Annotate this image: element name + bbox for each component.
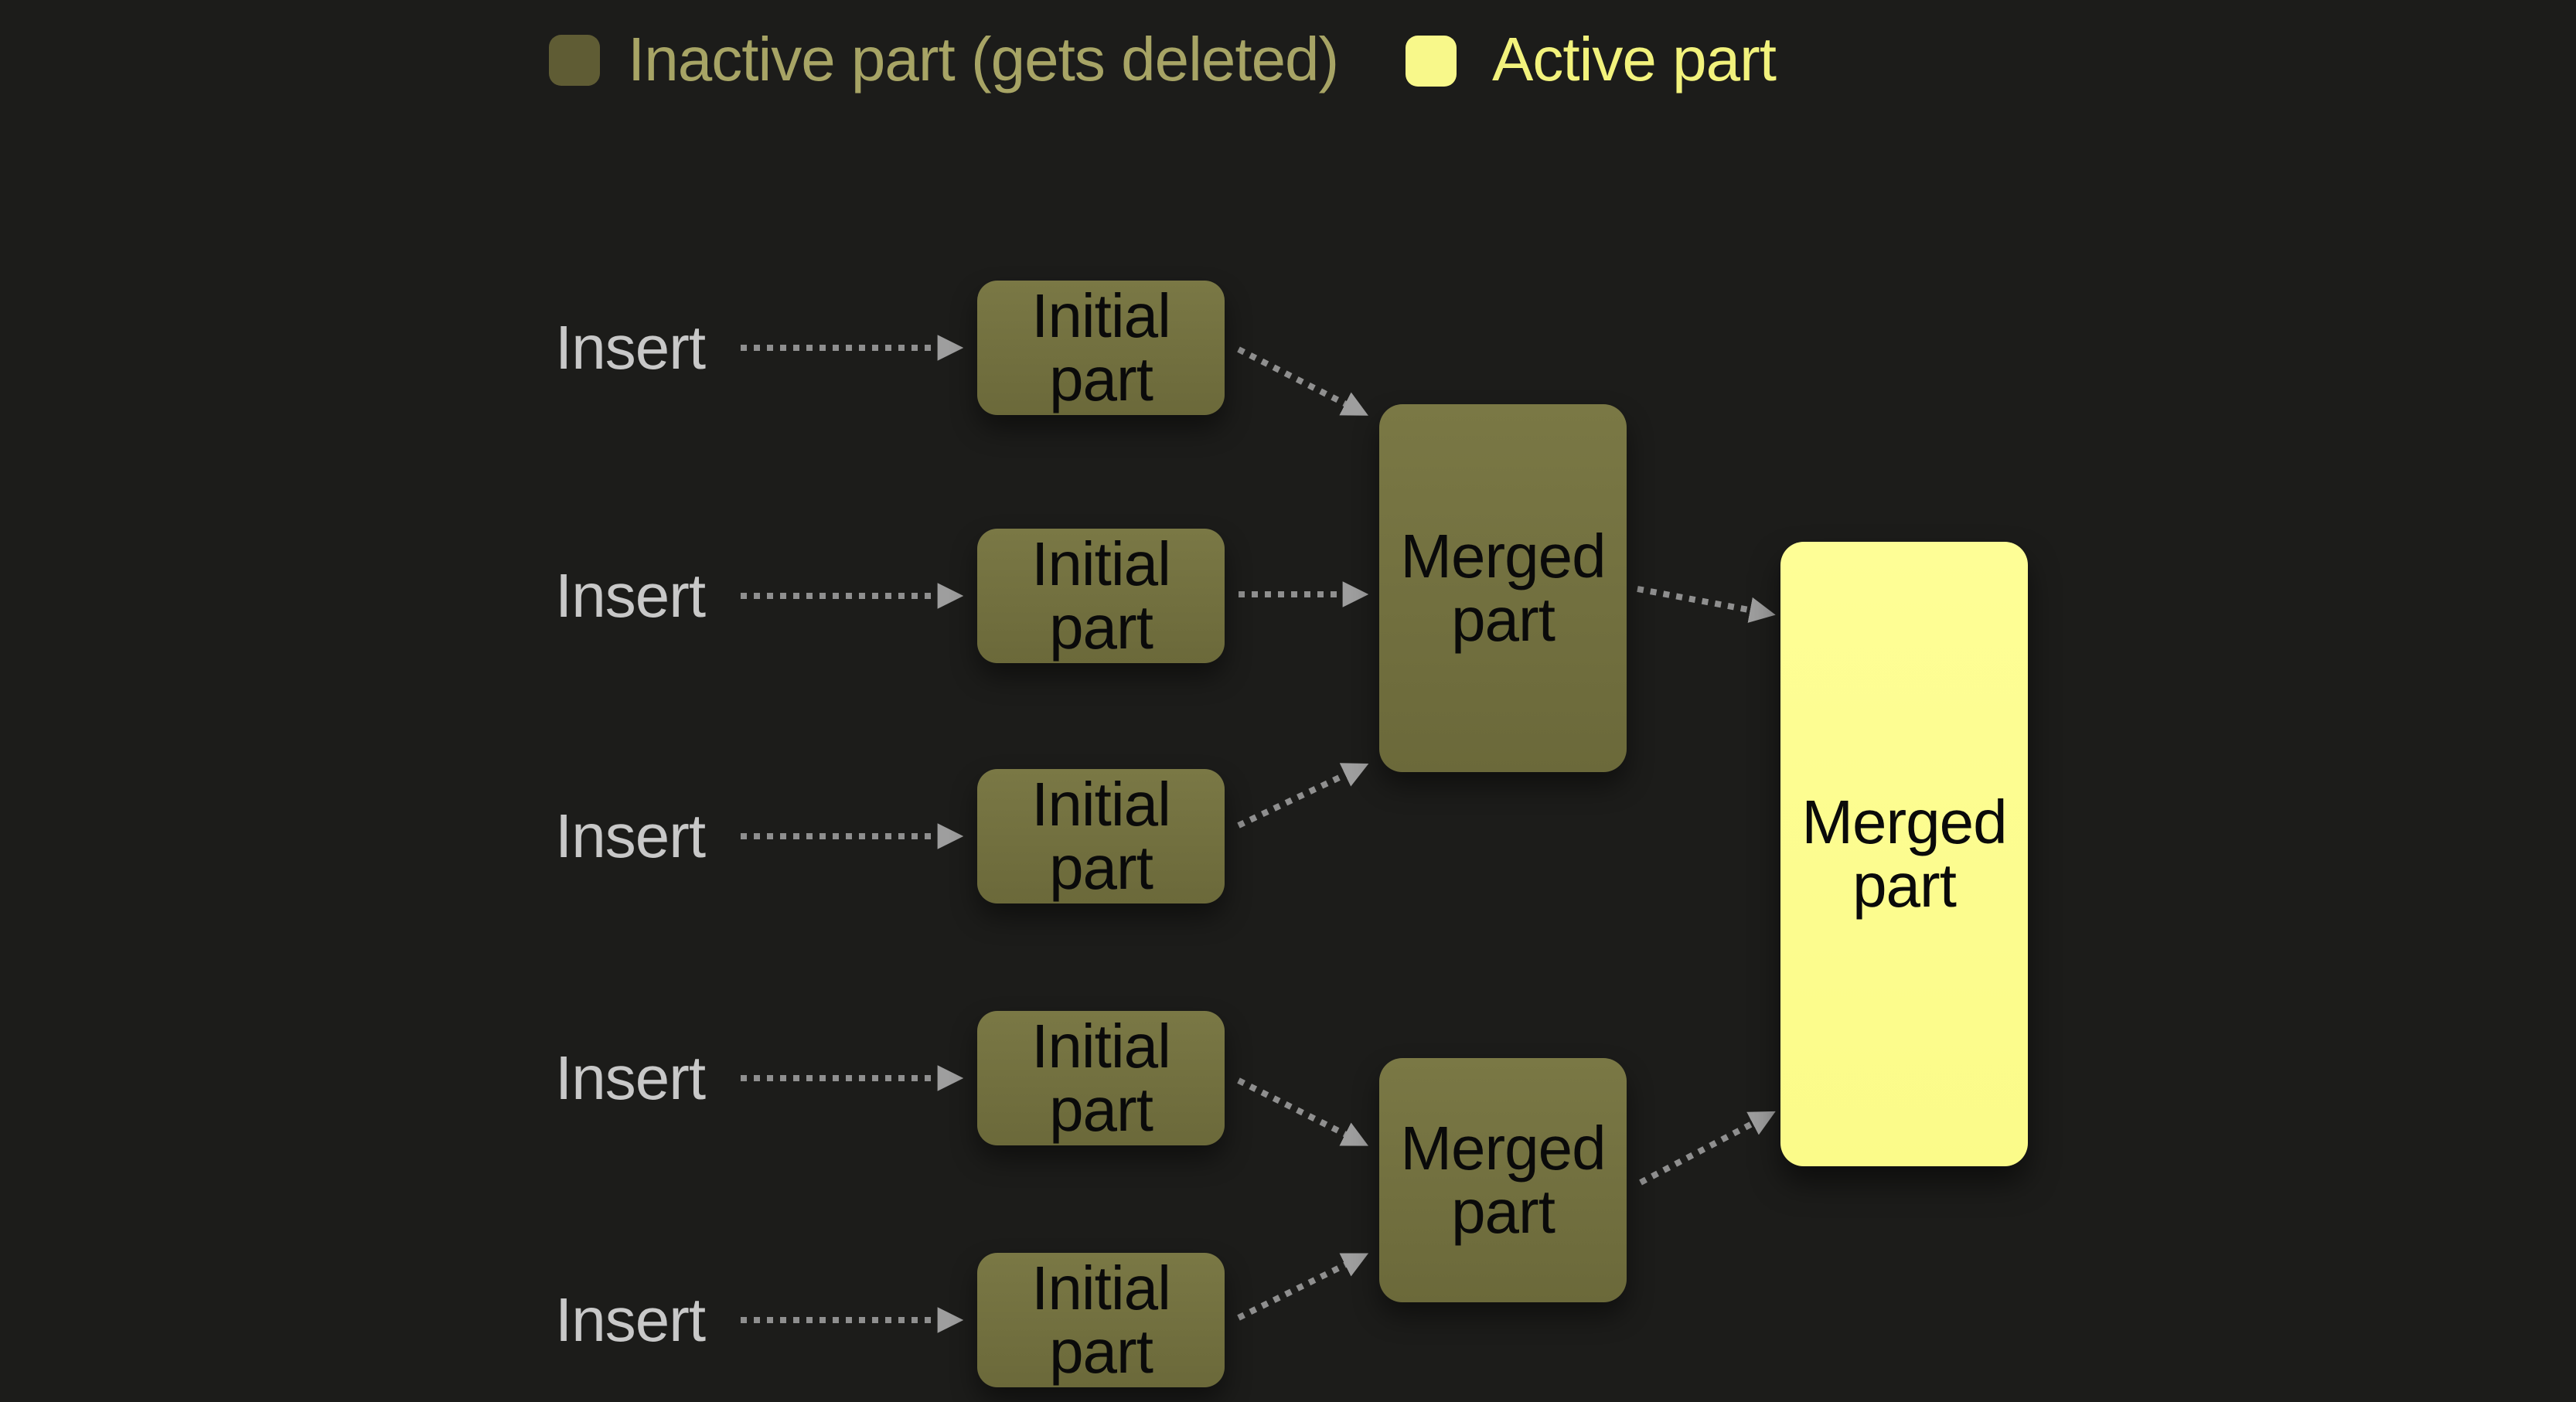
insert-label-4: Insert (555, 1043, 706, 1112)
edge-initial5-to-merged2 (1237, 1253, 1369, 1321)
node-initial-part-4: Initial part (977, 1011, 1225, 1145)
insert-label-1: Insert (555, 313, 706, 382)
edge-initial1-to-merged1 (1237, 346, 1368, 416)
legend-swatch-active-part (1406, 36, 1457, 87)
node-merged-part-1: Merged part (1379, 404, 1627, 772)
legend-label-active-part: Active part (1492, 25, 1777, 94)
edge-initial3-to-merged1 (1237, 763, 1369, 829)
node-initial-part-1: Initial part (977, 281, 1225, 415)
insert-label-5: Insert (555, 1285, 706, 1354)
insert-label-3: Insert (555, 801, 706, 870)
node-initial-part-5: Initial part (977, 1253, 1225, 1387)
node-merged-part-2: Merged part (1379, 1058, 1627, 1302)
node-initial-part-3: Initial part (977, 769, 1225, 903)
edge-initial4-to-merged2 (1237, 1077, 1369, 1146)
legend-swatch-inactive-part (549, 35, 600, 86)
legend-label-inactive-part: Inactive part (gets deleted) (628, 25, 1339, 94)
edge-merged1-to-final (1637, 586, 1776, 623)
edge-merged2-to-final (1639, 1111, 1776, 1186)
insert-label-2: Insert (555, 561, 706, 630)
node-initial-part-2: Initial part (977, 529, 1225, 663)
node-merged-part-final: Merged part (1780, 542, 2028, 1166)
